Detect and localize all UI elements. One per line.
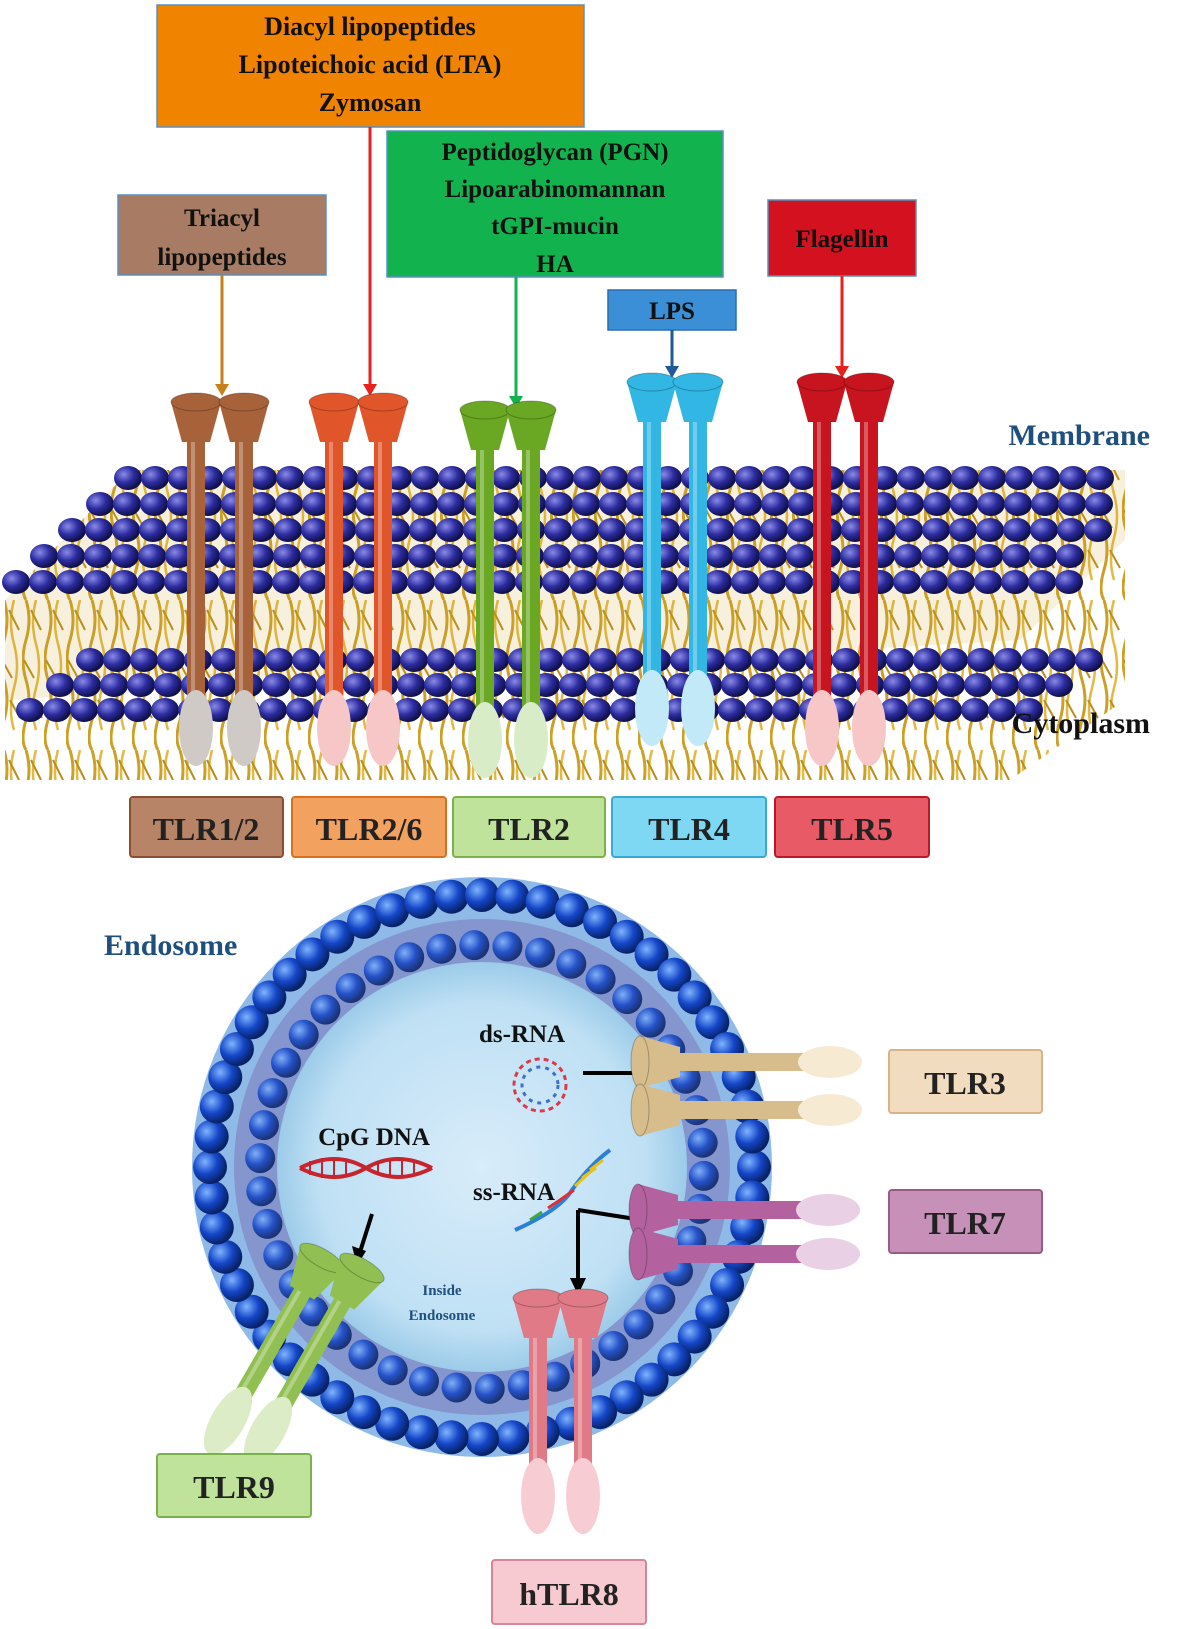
receptor-label-tlr7: TLR7 [924, 1205, 1006, 1241]
membrane-label: Membrane [1008, 419, 1150, 452]
cytoplasm-label: Cytoplasm [1012, 707, 1150, 740]
membrane-bilayer [2, 466, 1125, 780]
receptor-htlr8 [512, 1288, 609, 1534]
pgn-line-3: tGPI-mucin [491, 213, 619, 240]
ligand-lps-box: LPS [607, 289, 737, 331]
cpg-dna-label: CpG DNA [318, 1124, 430, 1151]
ligand-diacyl-box: Diacyl lipopeptides Lipoteichoic acid (L… [156, 4, 585, 128]
receptor-label-tlr26: TLR2/6 [316, 811, 423, 847]
triacyl-line-2: lipopeptides [157, 244, 286, 271]
endosomal-receptors [203, 1035, 862, 1534]
receptor-tlr12 [170, 392, 270, 766]
inside-endosome-line-1: Inside [422, 1283, 462, 1299]
receptor-tlr9 [203, 1242, 385, 1465]
receptor-tlr5 [796, 372, 895, 766]
rna-strand-icon [514, 1148, 612, 1232]
ssrna-label: ss-RNA [473, 1179, 555, 1206]
diacyl-line-3: Zymosan [319, 88, 422, 117]
inside-endosome-line-2: Endosome [409, 1308, 476, 1324]
pgn-line-4: HA [536, 251, 574, 278]
receptor-tlr26 [308, 392, 409, 766]
dsrna-ring-icon [512, 1057, 568, 1113]
tlr9-box [156, 1453, 312, 1518]
receptor-label-htlr8: hTLR8 [519, 1576, 619, 1612]
receptor-tlr4 [626, 372, 724, 746]
diacyl-line-1: Diacyl lipopeptides [264, 12, 476, 41]
surface-receptors [170, 372, 895, 778]
tlr7-box [888, 1189, 1043, 1254]
lower-lipid-heads [16, 648, 1103, 722]
lps-label: LPS [649, 298, 695, 325]
receptor-label-tlr2: TLR2 [488, 811, 570, 847]
surface-receptor-labels: TLR1/2 TLR2/6 TLR2 TLR4 TLR5 [129, 796, 930, 858]
ligand-flagellin-box: Flagellin [767, 199, 917, 277]
receptor-tlr3 [630, 1035, 862, 1137]
receptor-label-tlr3: TLR3 [924, 1065, 1006, 1101]
ligand-triacyl-box: Triacyl lipopeptides [117, 194, 327, 276]
receptor-tlr7 [628, 1183, 860, 1281]
dsrna-label: ds-RNA [479, 1021, 565, 1048]
dna-helix-icon [299, 1157, 433, 1179]
endosome-outer-heads [193, 878, 771, 1456]
endosome-label: Endosome [104, 929, 237, 962]
triacyl-line-1: Triacyl [184, 205, 260, 232]
receptor-label-tlr9: TLR9 [193, 1469, 275, 1505]
flagellin-label: Flagellin [795, 226, 888, 253]
receptor-tlr2 [459, 400, 557, 778]
pgn-line-2: Lipoarabinomannan [445, 176, 666, 203]
htlr8-box [491, 1559, 647, 1625]
endosome [192, 877, 772, 1457]
diacyl-line-2: Lipoteichoic acid (LTA) [239, 50, 502, 79]
receptor-label-tlr4: TLR4 [648, 811, 730, 847]
pgn-line-1: Peptidoglycan (PGN) [441, 139, 668, 166]
receptor-label-tlr12: TLR1/2 [153, 811, 260, 847]
ligand-pgn-box: Peptidoglycan (PGN) Lipoarabinomannan tG… [386, 130, 724, 278]
tlr3-box [888, 1049, 1043, 1114]
receptor-label-tlr5: TLR5 [811, 811, 893, 847]
